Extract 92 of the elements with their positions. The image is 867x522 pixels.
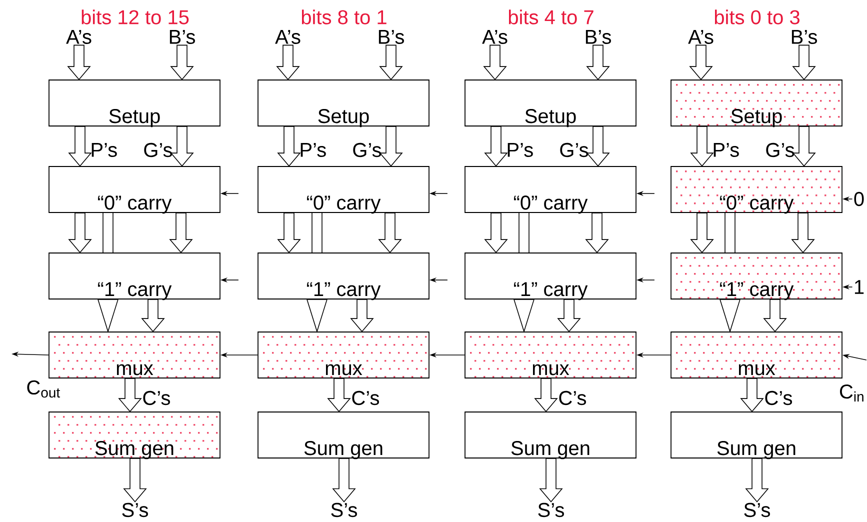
block-arrow: [118, 378, 142, 412]
block-arrow: [141, 299, 165, 332]
block-arrow: [332, 458, 356, 502]
sum-gen-box: Sum gen: [464, 412, 636, 460]
edge-label: G’s: [560, 142, 588, 158]
block-arrow: [67, 44, 91, 80]
input-label: A’s: [688, 30, 714, 44]
block-arrow: [277, 126, 301, 167]
input-label: A’s: [66, 30, 92, 44]
block-arrow: [327, 378, 351, 412]
block-arrow: [745, 458, 769, 502]
carry-box: “1” carry: [464, 252, 636, 300]
block-arrow: [484, 212, 508, 254]
block-arrow: [379, 44, 403, 80]
sum-gen-box: Sum gen: [670, 412, 842, 460]
block-arrow: [534, 378, 558, 412]
output-label: S’s: [122, 502, 148, 518]
setup-box: Setup: [670, 80, 842, 128]
column-heading: bits 12 to 15: [82, 10, 189, 24]
block-arrow: [791, 212, 815, 254]
mux-box: mux: [258, 332, 430, 378]
carry-in-label: C$_{in}$: [840, 384, 864, 402]
carry-box: “0” carry: [464, 166, 636, 214]
edge-label: G’s: [766, 142, 794, 158]
input-label: B’s: [792, 30, 817, 44]
output-label: S’s: [331, 502, 357, 518]
edge-label: C’s: [352, 390, 379, 406]
block-arrow: [350, 299, 374, 332]
edge-label: P’s: [714, 143, 739, 157]
carry-box: “1” carry: [670, 252, 842, 300]
bus-bar: [102, 212, 114, 253]
block-arrow: [586, 126, 610, 167]
block-arrow: [539, 458, 563, 502]
block-arrow: [792, 126, 816, 167]
input-label: A’s: [275, 30, 300, 44]
block-arrow: [483, 44, 507, 80]
edge-label: P’s: [508, 143, 533, 157]
block-arrow: [123, 458, 147, 502]
setup-box: Setup: [48, 80, 220, 128]
sum-gen-box: Sum gen: [258, 412, 430, 460]
block-arrow: [690, 126, 714, 167]
block-arrow: [378, 212, 402, 254]
bus-bar: [518, 212, 530, 253]
input-label: B’s: [170, 30, 195, 44]
carry-in-label: 0: [854, 192, 864, 206]
output-label: S’s: [538, 502, 564, 518]
block-arrow: [689, 44, 713, 80]
carry-out-label: C$_{out}$: [27, 380, 60, 398]
block-arrow: [276, 44, 300, 80]
carry-box: “0” carry: [48, 166, 220, 214]
sum-gen-box: Sum gen: [48, 412, 220, 460]
block-arrow: [277, 212, 301, 254]
block-arrow: [792, 44, 816, 80]
block-arrow: [169, 212, 193, 254]
block-arrow: [68, 212, 92, 254]
block-arrow: [170, 126, 194, 167]
carry-box: “1” carry: [48, 252, 220, 300]
carry-box: “0” carry: [670, 166, 842, 214]
carry-box: “1” carry: [258, 252, 430, 300]
edge-label: C’s: [143, 390, 170, 406]
block-arrow: [763, 299, 787, 332]
carry-in-label: 1: [854, 280, 864, 294]
mux-box: mux: [670, 332, 842, 378]
column-heading: bits 8 to 1: [302, 10, 386, 24]
edge-label: C’s: [559, 390, 586, 406]
edge-label: P’s: [92, 143, 117, 157]
input-label: A’s: [482, 30, 508, 44]
setup-box: Setup: [258, 80, 430, 128]
edge-label: G’s: [144, 142, 172, 158]
column-heading: bits 0 to 3: [714, 10, 800, 24]
block-arrow: [170, 44, 194, 80]
input-label: B’s: [586, 30, 611, 44]
input-label: B’s: [378, 30, 404, 44]
mux-box: mux: [48, 332, 220, 378]
block-arrow: [557, 299, 581, 332]
block-arrow: [740, 378, 764, 412]
edge-label: P’s: [300, 143, 326, 157]
block-arrow: [690, 212, 714, 254]
block-arrow: [585, 212, 609, 254]
edge-label: C’s: [765, 390, 792, 406]
edge-label: G’s: [353, 142, 382, 158]
block-arrow: [68, 126, 92, 167]
mux-box: mux: [464, 332, 636, 378]
bus-bar: [312, 212, 322, 253]
carry-box: “0” carry: [258, 166, 430, 214]
bus-bar: [724, 212, 736, 253]
block-arrow: [484, 126, 508, 167]
setup-box: Setup: [464, 80, 636, 128]
block-arrow: [586, 44, 610, 80]
output-label: S’s: [744, 502, 770, 518]
column-heading: bits 4 to 7: [508, 10, 594, 24]
block-arrow: [379, 126, 403, 167]
